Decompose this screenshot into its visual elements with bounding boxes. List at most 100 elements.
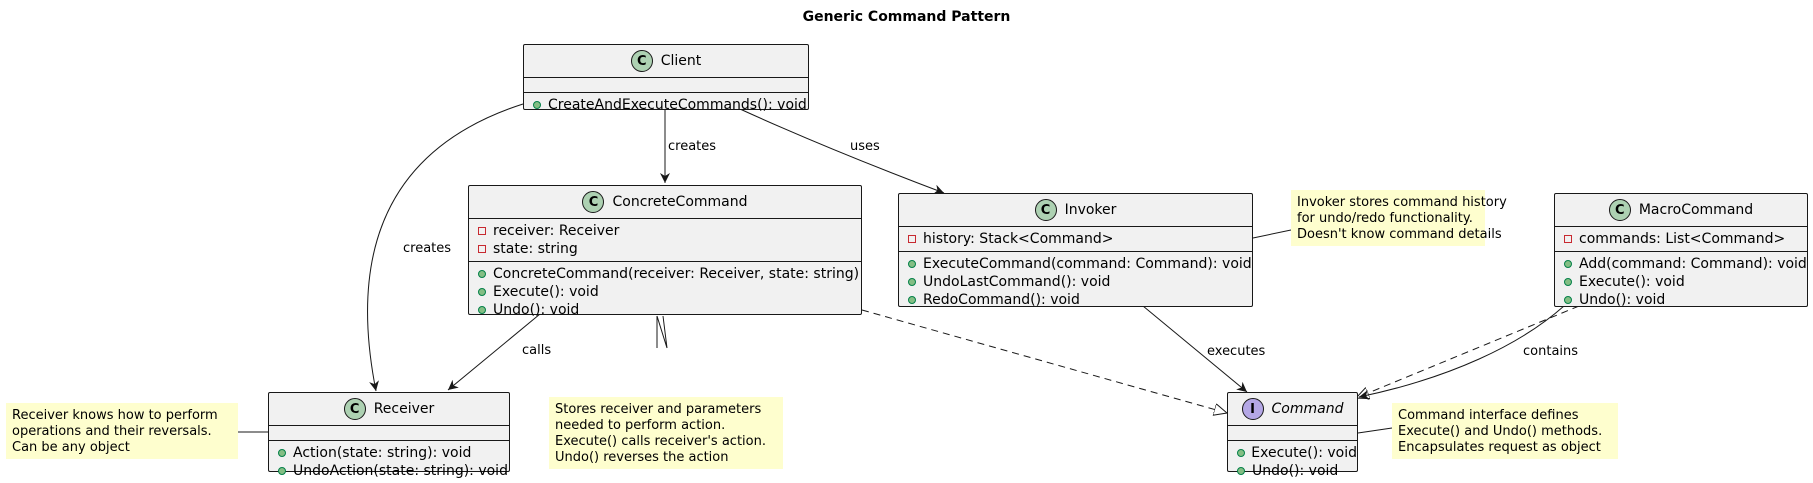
edge-label-creates: creates (668, 139, 717, 154)
edge-label-calls: calls (522, 343, 552, 358)
class-client[interactable]: C Client CreateAndExecuteCommands(): void (523, 44, 809, 113)
private-icon (907, 235, 917, 243)
public-icon (1236, 467, 1246, 475)
edge-macro-command-realize (1356, 305, 1580, 398)
method: Undo(): void (1579, 292, 1666, 308)
note-invoker: Invoker stores command history for undo/… (1291, 190, 1507, 246)
note-concrete-command: Stores receiver and parameters needed to… (549, 397, 783, 469)
methods-section: CreateAndExecuteCommands(): void (524, 92, 808, 117)
public-icon (1563, 296, 1573, 304)
fields-section: commands: List<Command> (1555, 226, 1807, 251)
note-line: for undo/redo functionality. (1297, 211, 1473, 226)
method: ExecuteCommand(command: Command): void (923, 256, 1252, 272)
public-icon (1563, 260, 1573, 268)
methods-section: Add(command: Command): void Execute(): v… (1555, 251, 1807, 312)
method: UndoAction(state: string): void (293, 463, 508, 479)
edge-concrete-command (861, 309, 1227, 413)
public-icon (1563, 278, 1573, 286)
class-invoker[interactable]: C Invoker history: Stack<Command> Execute… (898, 193, 1253, 308)
note-line: Stores receiver and parameters (555, 402, 762, 417)
method: Add(command: Command): void (1579, 256, 1807, 272)
interface-badge-icon: I (1241, 398, 1264, 420)
note-line: Receiver knows how to perform (12, 408, 218, 423)
class-name: Invoker (1064, 202, 1117, 218)
method: Execute(): void (493, 284, 599, 300)
note-receiver: Receiver knows how to perform operations… (6, 403, 238, 459)
note-line: Invoker stores command history (1297, 195, 1507, 210)
note-command: Command interface defines Execute() and … (1392, 403, 1618, 459)
note-line: needed to perform action. (555, 418, 726, 433)
methods-section: ConcreteCommand(receiver: Receiver, stat… (469, 261, 861, 322)
class-macro-command[interactable]: C MacroCommand commands: List<Command> Ad… (1554, 193, 1808, 308)
class-badge-icon: C (343, 398, 366, 420)
methods-section: ExecuteCommand(command: Command): void U… (899, 251, 1252, 312)
fields-section (524, 77, 808, 92)
note-link-concrete (656, 315, 668, 349)
method: Execute(): void (1579, 274, 1685, 290)
class-concrete-command[interactable]: C ConcreteCommand receiver: Receiver stat… (468, 185, 862, 318)
method: CreateAndExecuteCommands(): void (548, 97, 807, 113)
edge-client-invoker (739, 108, 945, 195)
method: Action(state: string): void (293, 445, 472, 461)
class-name: Receiver (373, 401, 435, 417)
method: Undo(): void (493, 302, 580, 318)
note-line: Can be any object (12, 440, 130, 455)
edge-label-executes: executes (1207, 344, 1266, 359)
note-link-invoker (1252, 229, 1292, 239)
methods-section: Action(state: string): void UndoAction(s… (269, 440, 509, 483)
fields-section: receiver: Receiver state: string (469, 218, 861, 261)
class-name: Client (660, 53, 702, 69)
public-icon (907, 260, 917, 268)
public-icon (907, 278, 917, 286)
edge-macro-command-contains (1358, 305, 1565, 400)
private-icon (477, 245, 487, 253)
fields-section: history: Stack<Command> (899, 226, 1252, 251)
fields-section (269, 425, 509, 440)
method: RedoCommand(): void (923, 292, 1080, 308)
note-line: Execute() and Undo() methods. (1398, 424, 1603, 439)
public-icon (277, 467, 287, 475)
class-badge-icon: C (582, 191, 605, 213)
edge-label-contains: contains (1523, 344, 1579, 359)
public-icon (532, 101, 542, 109)
method: ConcreteCommand(receiver: Receiver, stat… (493, 266, 860, 282)
class-badge-icon: C (1608, 199, 1631, 221)
edge-label-uses: uses (850, 139, 880, 154)
note-line: Encapsulates request as object (1398, 440, 1601, 455)
note-line: Execute() calls receiver's action. (555, 434, 766, 449)
edge-invoker-command (1142, 305, 1248, 393)
class-badge-icon: C (630, 50, 653, 72)
public-icon (477, 306, 487, 314)
methods-section: Execute(): void Undo(): void (1228, 440, 1357, 483)
note-link-command (1357, 427, 1393, 434)
public-icon (477, 288, 487, 296)
class-name: ConcreteCommand (612, 194, 748, 210)
public-icon (277, 449, 287, 457)
note-line: Command interface defines (1398, 408, 1579, 423)
interface-command[interactable]: I Command Execute(): void Undo(): void (1227, 392, 1358, 479)
method: Execute(): void (1251, 445, 1357, 461)
private-icon (1563, 235, 1573, 243)
method: Undo(): void (1252, 463, 1339, 479)
class-name: MacroCommand (1638, 202, 1754, 218)
class-name: Command (1271, 401, 1344, 417)
fields-section (1228, 425, 1357, 440)
class-badge-icon: C (1034, 199, 1057, 221)
field: receiver: Receiver (493, 223, 620, 239)
field: commands: List<Command> (1579, 231, 1786, 247)
field: state: string (493, 241, 578, 257)
public-icon (477, 270, 487, 278)
field: history: Stack<Command> (923, 231, 1114, 247)
diagram-title: Generic Command Pattern (802, 9, 1011, 25)
note-line: Doesn't know command details (1297, 227, 1502, 242)
method: UndoLastCommand(): void (923, 274, 1111, 290)
edge-client-receiver (367, 103, 524, 392)
edge-label-creates: creates (403, 241, 452, 256)
note-line: Undo() reverses the action (555, 450, 729, 465)
private-icon (477, 227, 487, 235)
edge-concrete-receiver (447, 313, 541, 391)
note-line: operations and their reversals. (12, 424, 212, 439)
class-receiver[interactable]: C Receiver Action(state: string): void Un… (268, 392, 510, 479)
public-icon (1236, 449, 1245, 457)
